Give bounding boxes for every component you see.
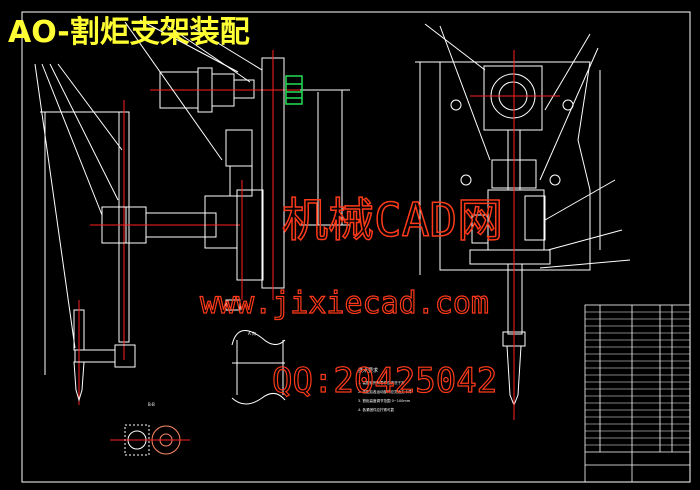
front-view-left [34,63,240,405]
watermark-line-1: 机械CAD网 [282,193,503,247]
section-label-bb: B-B [148,402,155,407]
tech-notes: 技术要求 1. 装配前所有零件应清洗干净 2. 装配后各运动部件应灵活无卡滞 3… [358,367,412,412]
note-line: 3. 割炬高度调节范围 0~100mm [358,398,411,403]
note-line: 2. 装配后各运动部件应灵活无卡滞 [358,389,412,394]
green-handwheel [285,75,303,105]
section-label-a: A 向 [248,330,256,336]
watermark-line-3: QQ:20425042 [272,361,497,401]
drawing-title: AO-割炬支架装配 [8,15,250,50]
notes-heading: 技术要求 [358,367,378,374]
title-block [584,304,691,483]
note-line: 4. 各紧固件应拧紧可靠 [358,407,394,412]
front-view-mid [124,19,350,311]
section-view-bb [110,424,190,456]
drawing-frame [21,11,691,483]
side-view-centerlines [470,50,560,420]
watermark-line-2: www.jixiecad.com [200,286,489,321]
watermark: 机械CAD网 www.jixiecad.com QQ:20425042 [199,192,503,401]
note-line: 1. 装配前所有零件应清洗干净 [358,380,405,385]
section-view-a [231,330,286,405]
bom-rows [585,311,690,446]
